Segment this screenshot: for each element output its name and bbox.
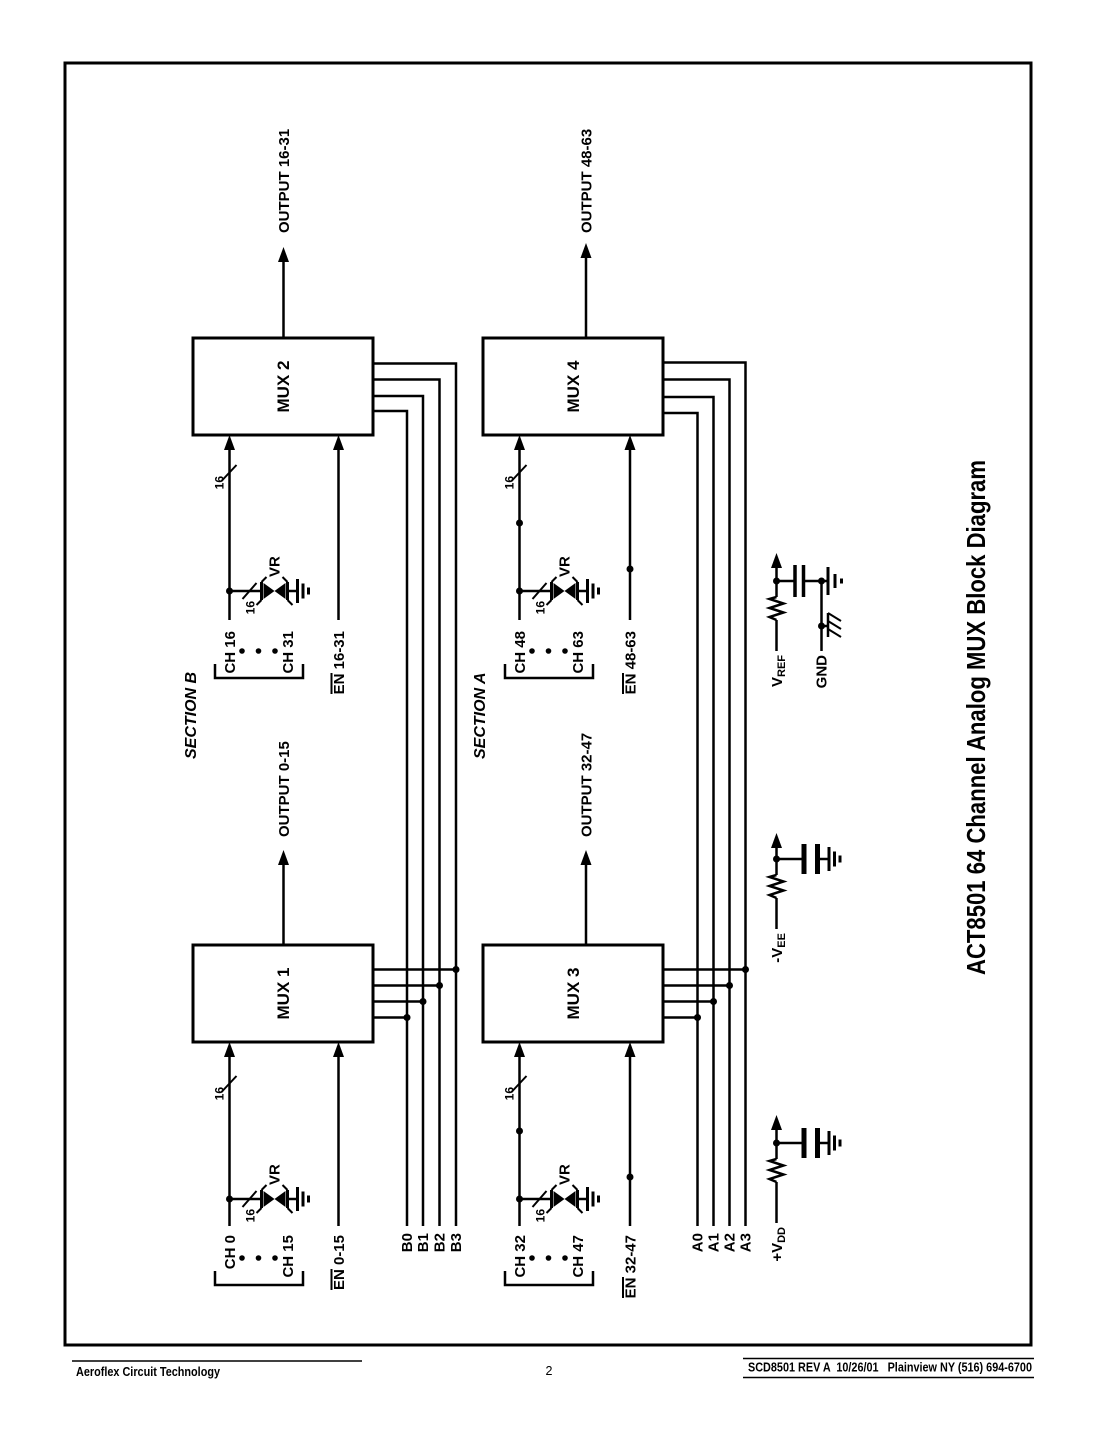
footer-page-number: 2 <box>546 1364 553 1378</box>
mux2-enable-label: EN 16-31 <box>331 631 348 694</box>
mux4-label: MUX 4 <box>564 360 583 413</box>
mux1-channel-ellipsis <box>237 1253 280 1263</box>
vee-label: -VEE <box>769 933 788 963</box>
bus-b0-label: B0 <box>399 1233 416 1252</box>
mux-block-diagram: SECTION B SECTION A MUX 1 MUX 2 MUX 3 MU… <box>183 129 991 1299</box>
footer-doc-info: SCD8501 REV A 10/26/01 Plainview NY (516… <box>748 1361 1032 1375</box>
mux1-label: MUX 1 <box>274 968 293 1020</box>
bus-a3-label: A3 <box>738 1233 755 1252</box>
vdd-network <box>768 1113 841 1223</box>
page-border <box>63 61 1033 1347</box>
mux2-channel-ellipsis <box>237 646 280 656</box>
footer-company: Aeroflex Circuit Technology <box>76 1364 221 1379</box>
mux3-box <box>481 943 665 1044</box>
output-48-63-label: OUTPUT 48-63 <box>579 129 596 233</box>
section-a-title: SECTION A <box>472 672 489 759</box>
mux1-enable-label: EN 0-15 <box>331 1235 348 1290</box>
mux3-channel-first-label: CH 32 <box>512 1235 529 1278</box>
diagram-title: ACT8501 64 Channel Analog MUX Block Diag… <box>961 460 991 975</box>
mux4-channel-ellipsis <box>527 646 570 656</box>
mux3-channel-last-label: CH 47 <box>570 1235 587 1278</box>
mux3-output-wire <box>579 848 593 945</box>
vref-network <box>768 551 843 651</box>
bus-a1-label: A1 <box>706 1233 723 1252</box>
bus-b1-label: B1 <box>415 1233 432 1252</box>
mux4-enable-wire <box>623 433 637 620</box>
mux3-channel-ellipsis <box>527 1253 570 1263</box>
page-footer: Aeroflex Circuit Technology 2 SCD8501 RE… <box>72 1357 1034 1379</box>
mux2-enable-wire <box>331 433 346 620</box>
output-0-15-label: OUTPUT 0-15 <box>276 741 293 837</box>
mux2-label: MUX 2 <box>274 361 293 413</box>
mux4-output-wire <box>579 241 593 338</box>
mux1-output-wire <box>276 848 291 945</box>
bus-a-wires <box>663 361 751 1226</box>
bus-b2-label: B2 <box>432 1233 449 1252</box>
vee-network <box>768 831 841 929</box>
gnd-label: GND <box>814 655 831 689</box>
mux1-channel-wire <box>211 1040 309 1226</box>
mux3-channel-wire <box>501 1040 599 1226</box>
mux1-channel-last-label: CH 15 <box>280 1235 297 1278</box>
bus-b-wires <box>373 362 461 1226</box>
mux3-enable-label: EN 32-47 <box>623 1235 640 1298</box>
mux4-channel-first-label: CH 48 <box>512 631 529 674</box>
bus-b3-label: B3 <box>448 1233 465 1252</box>
mux4-channel-last-label: CH 63 <box>570 631 587 674</box>
mux2-output-wire <box>276 245 291 338</box>
mux4-channel-wire <box>501 433 599 620</box>
mux4-enable-label: EN 48-63 <box>623 631 640 694</box>
mux1-channel-first-label: CH 0 <box>222 1235 239 1269</box>
mux2-channel-wire <box>211 433 309 620</box>
mux3-label: MUX 3 <box>564 968 583 1020</box>
bus-a0-label: A0 <box>690 1233 707 1252</box>
gnd-network <box>816 581 842 651</box>
bus-a2-label: A2 <box>722 1233 739 1252</box>
section-b-title: SECTION B <box>183 672 200 759</box>
vref-label: VREF <box>769 655 788 687</box>
mux2-channel-first-label: CH 16 <box>222 631 239 674</box>
vdd-label: +VDD <box>769 1227 788 1262</box>
output-32-47-label: OUTPUT 32-47 <box>579 733 596 837</box>
mux1-enable-wire <box>331 1040 346 1226</box>
mux2-channel-last-label: CH 31 <box>280 631 297 674</box>
mux4-box <box>481 336 665 437</box>
output-16-31-label: OUTPUT 16-31 <box>276 129 293 233</box>
mux3-enable-wire <box>623 1040 637 1226</box>
